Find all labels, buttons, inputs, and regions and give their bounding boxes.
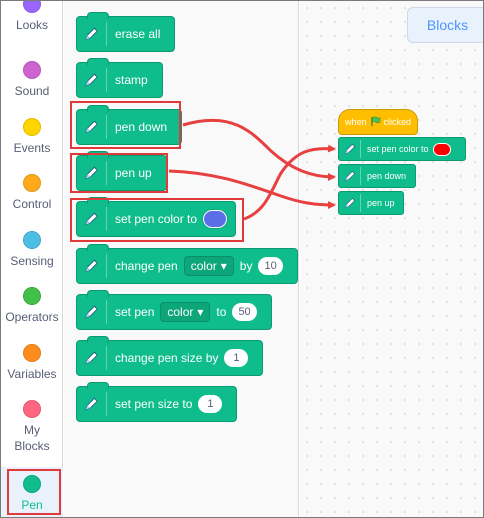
block-palette: erase all stamp pen down pen up set pen … [64,1,299,517]
caret-down-icon: ▾ [220,259,227,273]
my-blocks-dot-icon [23,400,41,418]
caret-down-icon: ▾ [197,305,204,319]
block-set-pen-color-to[interactable]: set pen color to [76,197,237,237]
script-set-pen-color-to[interactable]: set pen color to [338,137,466,161]
pen-icon [83,300,107,324]
pen-icon [343,140,361,158]
block-stamp[interactable]: stamp [76,58,163,98]
operators-dot-icon [23,287,41,305]
events-dot-icon [23,118,41,136]
script-workspace[interactable]: Blocks when clicked set pen color to pen… [300,1,483,517]
change-pen-param-dropdown[interactable]: color▾ [183,256,234,276]
change-pen-size-input[interactable]: 1 [224,349,249,367]
script-pen-up[interactable]: pen up [338,191,404,215]
green-flag-icon [370,115,381,129]
pen-icon [343,167,361,185]
category-sound[interactable]: Sound [1,61,63,99]
pen-icon [83,346,107,370]
pen-icon [83,68,107,92]
block-erase-all[interactable]: erase all [76,12,176,52]
sound-dot-icon [23,61,41,79]
pen-icon [83,254,107,278]
looks-dot-icon [23,1,41,13]
set-pen-param-dropdown[interactable]: color▾ [160,302,211,322]
variables-dot-icon [23,344,41,362]
pen-icon [83,392,107,416]
tab-blocks[interactable]: Blocks [407,7,483,43]
block-set-pen-to[interactable]: set pen color▾ to 50 [76,290,272,330]
category-variables[interactable]: Variables [1,344,63,382]
category-sensing[interactable]: Sensing [1,231,63,269]
control-dot-icon [23,174,41,192]
category-events[interactable]: Events [1,118,63,156]
set-pen-value-input[interactable]: 50 [232,303,257,321]
when-flag-clicked-block[interactable]: when clicked [338,109,418,135]
red-color-swatch[interactable] [432,142,451,156]
category-sidebar: Looks Sound Events Control Sensing Opera… [1,1,63,517]
block-pen-up[interactable]: pen up [76,151,167,191]
block-change-pen-by[interactable]: change pen color▾ by 10 [76,244,298,284]
pen-icon [83,115,107,139]
pen-icon [83,161,107,185]
script-pen-down[interactable]: pen down [338,164,416,188]
sensing-dot-icon [23,231,41,249]
pen-dot-icon [23,475,41,493]
block-change-pen-size-by[interactable]: change pen size by 1 [76,336,264,376]
change-pen-value-input[interactable]: 10 [258,257,283,275]
set-pen-size-input[interactable]: 1 [198,395,223,413]
category-looks[interactable]: Looks [1,1,63,33]
block-set-pen-size-to[interactable]: set pen size to 1 [76,382,238,422]
pen-icon [83,207,107,231]
blue-color-swatch[interactable] [203,210,228,228]
category-operators[interactable]: Operators [1,287,63,325]
category-my-blocks[interactable]: My Blocks [1,400,63,454]
block-pen-down[interactable]: pen down [76,105,183,145]
pen-icon [83,22,107,46]
category-control[interactable]: Control [1,174,63,212]
category-pen[interactable]: Pen [1,467,63,517]
pen-icon [343,194,361,212]
